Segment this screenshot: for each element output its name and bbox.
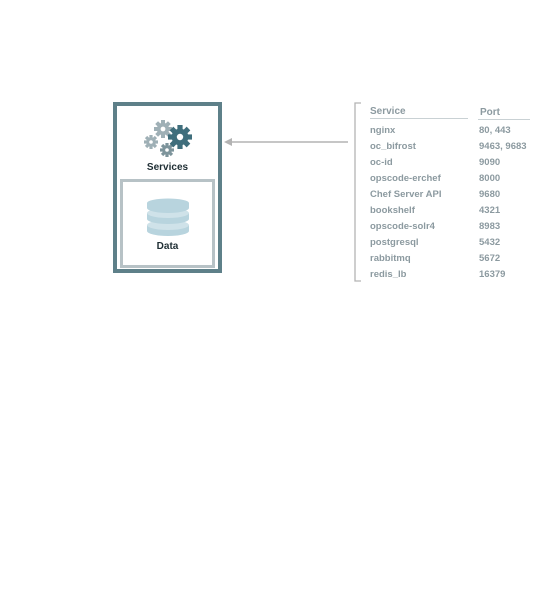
- service-name: redis_lb: [370, 269, 407, 280]
- ports-table: Service Port nginx 80, 443 oc_bifrost 94…: [370, 106, 550, 283]
- data-section: Data: [120, 179, 215, 268]
- services-label: Services: [146, 162, 189, 173]
- service-name: nginx: [370, 125, 396, 136]
- service-port: 4321: [479, 205, 501, 216]
- gears-icon: [144, 120, 192, 157]
- table-row: Chef Server API 9680: [370, 187, 550, 203]
- service-port: 5432: [479, 237, 501, 248]
- service-name: opscode-solr4: [370, 221, 435, 232]
- service-name: Chef Server API: [370, 189, 442, 200]
- service-port: 80, 443: [479, 125, 511, 136]
- service-port: 16379: [479, 269, 506, 280]
- table-row: postgresql 5432: [370, 235, 550, 251]
- service-port: 5672: [479, 253, 501, 264]
- service-name: rabbitmq: [370, 253, 411, 264]
- table-row: rabbitmq 5672: [370, 251, 550, 267]
- table-row: bookshelf 4321: [370, 203, 550, 219]
- table-row: redis_lb 16379: [370, 267, 550, 283]
- service-name: oc_bifrost: [370, 141, 416, 152]
- table-row: nginx 80, 443: [370, 123, 550, 139]
- header-service: Service: [370, 106, 406, 117]
- service-port: 9680: [479, 189, 501, 200]
- table-row: opscode-erchef 8000: [370, 171, 550, 187]
- table-row: opscode-solr4 8983: [370, 219, 550, 235]
- table-bracket: [354, 102, 361, 282]
- header-port: Port: [480, 107, 500, 118]
- arrow-left-icon: [224, 138, 348, 146]
- table-row: oc-id 9090: [370, 155, 550, 171]
- service-name: oc-id: [370, 157, 393, 168]
- service-port: 9463, 9683: [479, 141, 527, 152]
- header-divider: [370, 118, 468, 119]
- header-divider: [478, 119, 530, 120]
- service-port: 8000: [479, 173, 501, 184]
- service-name: postgresql: [370, 237, 419, 248]
- service-port: 8983: [479, 221, 501, 232]
- service-port: 9090: [479, 157, 501, 168]
- data-label: Data: [156, 241, 179, 252]
- database-icon: [147, 198, 189, 236]
- table-rows: nginx 80, 443 oc_bifrost 9463, 9683 oc-i…: [370, 123, 550, 283]
- table-row: oc_bifrost 9463, 9683: [370, 139, 550, 155]
- service-name: bookshelf: [370, 205, 415, 216]
- server-box: Services Data: [113, 102, 222, 273]
- service-name: opscode-erchef: [370, 173, 441, 184]
- table-header: Service Port: [370, 106, 550, 120]
- services-section: Services: [117, 106, 218, 180]
